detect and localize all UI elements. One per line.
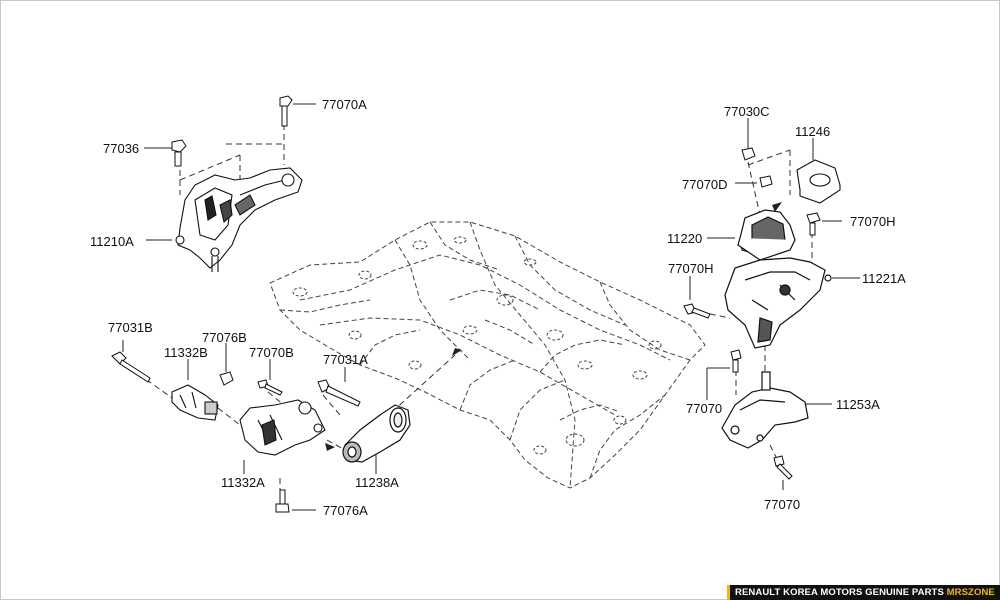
label-11246: 11246 xyxy=(795,124,831,139)
part-11253A-bracket xyxy=(721,371,809,449)
label-77070D: 77070D xyxy=(682,177,728,192)
label-77030C: 77030C xyxy=(724,104,770,119)
part-11238A-torque-rod xyxy=(342,404,411,463)
label-11332A: 11332A xyxy=(221,475,265,490)
subframe-outline xyxy=(269,221,706,489)
part-11210A-bracket xyxy=(175,167,303,272)
bolt-77076A xyxy=(275,489,290,513)
bolt-77070-left xyxy=(730,349,742,373)
bolt-77070H-top xyxy=(806,212,821,236)
nut-77076B xyxy=(219,371,234,386)
bolt-77070-bottom xyxy=(773,455,793,480)
label-11220: 11220 xyxy=(667,231,703,246)
label-11221A: 11221A xyxy=(862,271,906,286)
label-77076B: 77076B xyxy=(202,330,247,345)
bolt-77070B xyxy=(257,379,283,396)
footer-accent: MRSZONE xyxy=(946,587,995,598)
part-11220-mount xyxy=(737,209,796,261)
label-11210A: 11210A xyxy=(90,234,134,249)
part-11332B-bracket xyxy=(171,384,219,421)
label-77070-bottom: 77070 xyxy=(764,497,801,512)
part-11246-cover xyxy=(796,159,841,204)
label-77070H-top: 77070H xyxy=(850,214,896,229)
label-77070A: 77070A xyxy=(322,97,367,112)
label-11253A: 11253A xyxy=(836,397,880,412)
bolt-77031A xyxy=(317,379,361,407)
leader-lines xyxy=(122,103,860,511)
part-11332A-bracket xyxy=(239,399,326,456)
label-77076A: 77076A xyxy=(323,503,368,518)
label-77070H-left: 77070H xyxy=(668,261,714,276)
footer-text: RENAULT KOREA MOTORS GENUINE PARTS xyxy=(735,587,947,598)
nut-77070D xyxy=(759,175,773,188)
bolt-77036 xyxy=(171,139,187,167)
bolt-77031B xyxy=(111,351,151,383)
assembly-dashed-lines xyxy=(129,124,813,500)
label-11332B: 11332B xyxy=(164,345,208,360)
label-77070B: 77070B xyxy=(249,345,294,360)
footer-banner: RENAULT KOREA MOTORS GENUINE PARTS MRSZO… xyxy=(727,585,1000,600)
label-77036: 77036 xyxy=(103,141,140,156)
nut-77030C xyxy=(741,147,756,161)
bolt-77070H-left xyxy=(683,303,711,319)
subframe-holes xyxy=(292,236,662,455)
label-77031A: 77031A xyxy=(323,352,368,367)
label-11238A: 11238A xyxy=(355,475,399,490)
label-77070-left: 77070 xyxy=(686,401,723,416)
footer-stripe xyxy=(727,585,730,600)
part-11221A-bracket xyxy=(724,257,832,349)
label-77031B: 77031B xyxy=(108,320,153,335)
bolt-77070A xyxy=(279,95,293,127)
